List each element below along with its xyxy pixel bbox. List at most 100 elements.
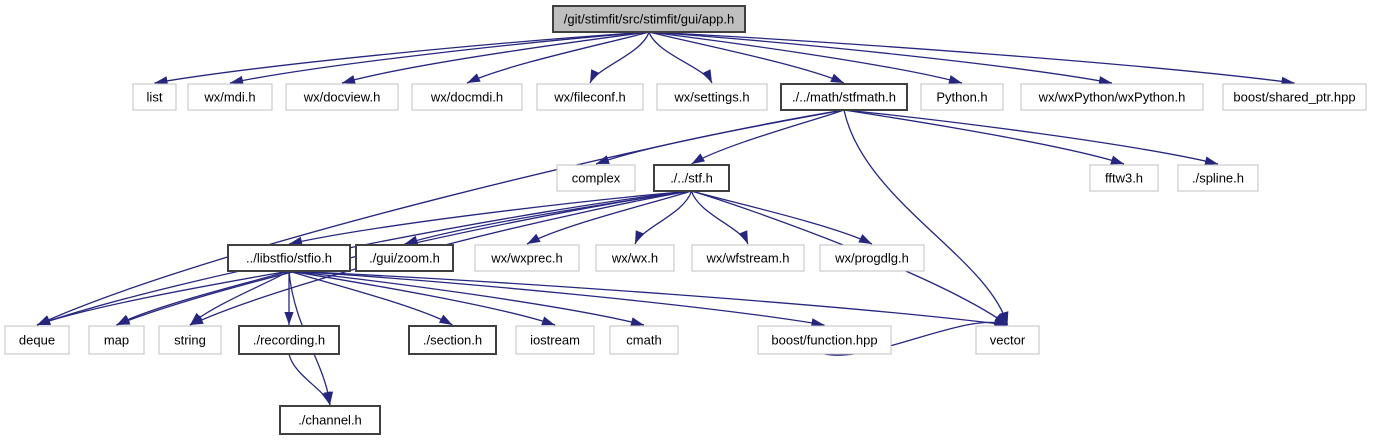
edge-git-stimfit-src-stimfit-gui-app-h-to-boost-shared-ptr-hpp <box>648 31 1295 84</box>
node-box[interactable] <box>1177 164 1259 192</box>
node-box[interactable] <box>515 325 595 355</box>
node-wx-wxprec-h[interactable]: wx/wxprec.h <box>474 244 580 272</box>
node-label: ./../stf.h <box>670 170 713 185</box>
edge-arrowhead <box>830 73 844 83</box>
node-box[interactable] <box>920 83 1004 111</box>
node-map[interactable]: map <box>88 325 145 355</box>
node-label: deque <box>19 332 55 347</box>
node-box[interactable] <box>536 83 644 111</box>
node-box[interactable] <box>132 83 177 111</box>
node-label: wx/docmdi.h <box>430 89 503 104</box>
node-box[interactable] <box>819 244 925 272</box>
node-label: ./../math/stfmath.h <box>792 89 896 104</box>
node-spline-h[interactable]: ./spline.h <box>1177 164 1259 192</box>
node-box[interactable] <box>757 325 892 355</box>
node-box[interactable] <box>285 83 399 111</box>
node-label: wx/wxprec.h <box>490 250 563 265</box>
edge-arrowhead <box>630 317 644 327</box>
node-box[interactable] <box>691 244 805 272</box>
node-vector[interactable]: vector <box>975 325 1040 355</box>
node-label: ../libstfio/stfio.h <box>246 250 332 265</box>
node-recording-h[interactable]: ./recording.h <box>238 325 340 355</box>
node-box[interactable] <box>1089 164 1159 192</box>
edge-arrowhead <box>1098 76 1112 86</box>
edge-libstfio-stfio-h-to-deque <box>36 270 290 326</box>
node-box[interactable] <box>552 5 746 33</box>
edge-math-stfmath-h-to-fftw3-h <box>843 109 1125 165</box>
node-section-h[interactable]: ./section.h <box>408 325 497 355</box>
node-box[interactable] <box>158 325 222 355</box>
edge-arrowhead <box>1110 155 1124 165</box>
edge-arrowhead <box>284 312 294 325</box>
node-box[interactable] <box>227 244 351 272</box>
node-string[interactable]: string <box>158 325 222 355</box>
edge-arrowhead <box>321 391 331 405</box>
edge-arrowhead <box>590 69 600 83</box>
edge-arrowhead <box>527 233 541 244</box>
node-box[interactable] <box>411 83 523 111</box>
node-box[interactable] <box>279 405 381 435</box>
node-box[interactable] <box>238 325 340 355</box>
node-channel-h[interactable]: ./channel.h <box>279 405 381 435</box>
node-box[interactable] <box>4 325 70 355</box>
node-box[interactable] <box>88 325 145 355</box>
node-box[interactable] <box>1020 83 1204 111</box>
node-label: /git/stimfit/src/stimfit/gui/app.h <box>564 11 735 26</box>
node-fftw3-h[interactable]: fftw3.h <box>1089 164 1159 192</box>
node-python-h[interactable]: Python.h <box>920 83 1004 111</box>
node-deque[interactable]: deque <box>4 325 70 355</box>
edge-git-stimfit-src-stimfit-gui-app-h-to-wx-docmdi-h <box>466 31 650 84</box>
node-box[interactable] <box>653 164 730 192</box>
node-gui-zoom-h[interactable]: ./gui/zoom.h <box>355 244 454 272</box>
node-list[interactable]: list <box>132 83 177 111</box>
node-cmath[interactable]: cmath <box>609 325 679 355</box>
node-wx-wfstream-h[interactable]: wx/wfstream.h <box>691 244 805 272</box>
node-box[interactable] <box>609 325 679 355</box>
node-wx-fileconf-h[interactable]: wx/fileconf.h <box>536 83 644 111</box>
edge-arrowhead <box>999 311 1009 325</box>
node-box[interactable] <box>187 83 273 111</box>
edge-libstfio-stfio-h-to-map <box>116 270 290 326</box>
node-wx-wx-h[interactable]: wx/wx.h <box>595 244 675 272</box>
edge-git-stimfit-src-stimfit-gui-app-h-to-wx-wxpython-wxpython-h <box>648 31 1113 84</box>
node-box[interactable] <box>556 164 636 192</box>
node-label: wx/settings.h <box>673 89 749 104</box>
node-git-stimfit-src-stimfit-gui-app-h[interactable]: /git/stimfit/src/stimfit/gui/app.h <box>552 5 746 33</box>
node-label: ./spline.h <box>1192 170 1244 185</box>
node-box[interactable] <box>474 244 580 272</box>
node-complex[interactable]: complex <box>556 164 636 192</box>
node-label: wx/wxPython/wxPython.h <box>1038 89 1186 104</box>
node-wx-mdi-h[interactable]: wx/mdi.h <box>187 83 273 111</box>
node-box[interactable] <box>975 325 1040 355</box>
node-libstfio-stfio-h[interactable]: ../libstfio/stfio.h <box>227 244 351 272</box>
node-boost-function-hpp[interactable]: boost/function.hpp <box>757 325 892 355</box>
node-math-stfmath-h[interactable]: ./../math/stfmath.h <box>780 83 908 111</box>
edge-boost-function-hpp-to-vector <box>824 321 1008 356</box>
node-iostream[interactable]: iostream <box>515 325 595 355</box>
node-box[interactable] <box>355 244 454 272</box>
edge-math-stfmath-h-to-stf-h <box>691 109 845 165</box>
edge-git-stimfit-src-stimfit-gui-app-h-to-wx-mdi-h <box>229 31 650 84</box>
edge-arrowhead <box>702 69 712 83</box>
edge-git-stimfit-src-stimfit-gui-app-h-to-python-h <box>648 31 963 84</box>
node-wx-docview-h[interactable]: wx/docview.h <box>285 83 399 111</box>
node-wx-settings-h[interactable]: wx/settings.h <box>656 83 768 111</box>
node-boost-shared-ptr-hpp[interactable]: boost/shared_ptr.hpp <box>1222 83 1367 111</box>
node-wx-wxpython-wxpython-h[interactable]: wx/wxPython/wxPython.h <box>1020 83 1204 111</box>
node-box[interactable] <box>780 83 908 111</box>
node-label: ./recording.h <box>253 332 325 347</box>
node-box[interactable] <box>1222 83 1367 111</box>
edge-libstfio-stfio-h-to-cmath <box>288 270 645 326</box>
edge-git-stimfit-src-stimfit-gui-app-h-to-wx-docview-h <box>341 31 650 84</box>
node-wx-docmdi-h[interactable]: wx/docmdi.h <box>411 83 523 111</box>
node-box[interactable] <box>656 83 768 111</box>
node-stf-h[interactable]: ./../stf.h <box>653 164 730 192</box>
edge-arrowhead <box>541 316 555 326</box>
edge-arrowhead <box>691 153 706 164</box>
node-box[interactable] <box>595 244 675 272</box>
edge-arrowhead <box>190 312 203 325</box>
node-wx-progdlg-h[interactable]: wx/progdlg.h <box>819 244 925 272</box>
node-box[interactable] <box>408 325 497 355</box>
